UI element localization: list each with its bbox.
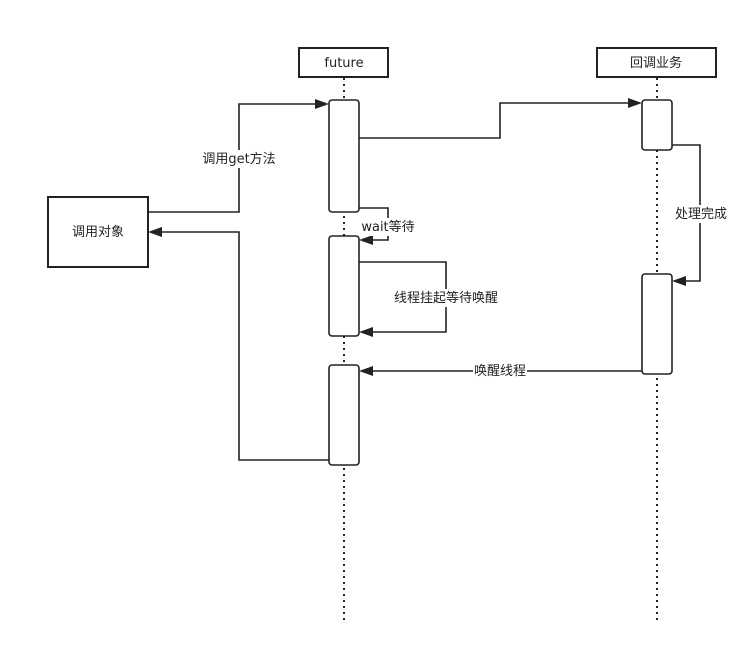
caller-object-label: 调用对象	[72, 225, 124, 240]
edge-wakeup-arrowhead	[359, 366, 373, 376]
label-call-get-bg	[200, 150, 278, 168]
activation-future-1[interactable]	[328, 99, 360, 213]
edge-return-arrowhead	[148, 227, 162, 237]
activation-future-3[interactable]	[328, 364, 360, 466]
label-wait: wait等待	[361, 219, 414, 235]
activation-callback-2[interactable]	[641, 273, 673, 375]
label-wait-bg	[361, 218, 415, 236]
activation-callback-1[interactable]	[641, 99, 673, 151]
label-suspend: 线程挂起等待唤醒	[394, 290, 498, 306]
edge-suspend-arrowhead	[359, 327, 373, 337]
edge-to-callback-arrowhead	[628, 98, 642, 108]
label-done: 处理完成	[675, 207, 727, 222]
label-wakeup: 唤醒线程	[474, 364, 526, 379]
caller-object[interactable]: 调用对象	[47, 196, 149, 268]
participant-future-label: future	[324, 56, 363, 71]
participant-future[interactable]: future	[298, 47, 389, 78]
edge-return	[160, 231, 329, 461]
participant-callback[interactable]: 回调业务	[596, 47, 717, 78]
label-suspend-bg	[393, 289, 499, 307]
activation-future-2[interactable]	[328, 235, 360, 337]
label-wakeup-bg	[473, 362, 527, 380]
edge-call-get-arrowhead	[315, 99, 329, 109]
edge-wait-arrowhead	[359, 235, 373, 245]
label-call-get: 调用get方法	[202, 151, 275, 167]
label-done-bg	[674, 205, 728, 223]
edge-to-callback	[359, 102, 630, 139]
participant-callback-label: 回调业务	[630, 55, 682, 71]
edge-done-arrowhead	[672, 276, 686, 286]
